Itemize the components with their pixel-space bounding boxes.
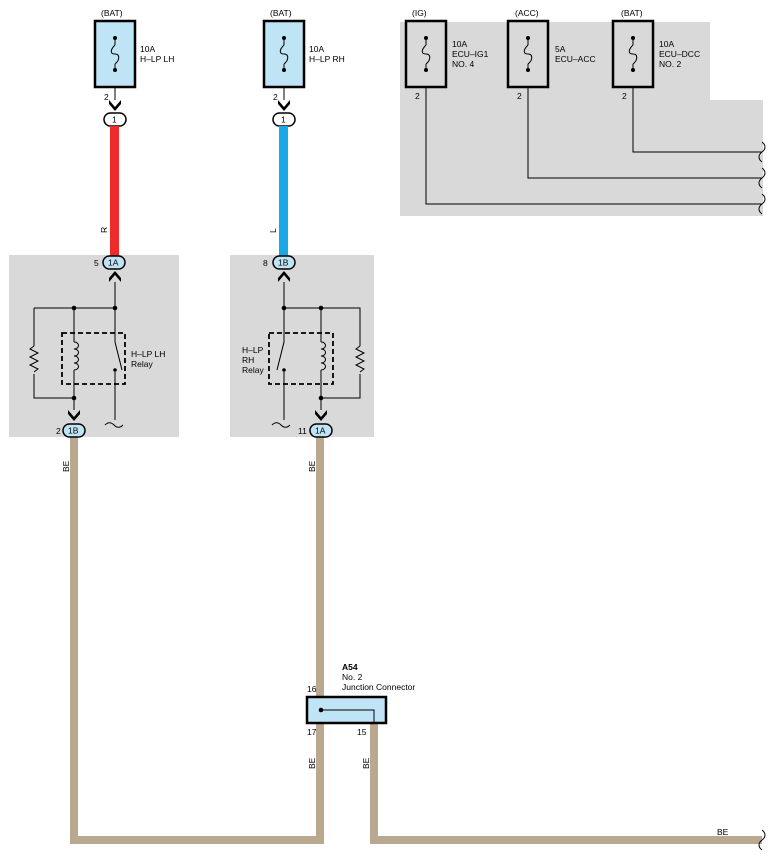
fuse-pin: 2 (517, 91, 522, 101)
wire-break-icon (758, 141, 766, 163)
relay-switch-icon (276, 341, 285, 371)
resistor-icon (354, 345, 366, 373)
fuse-source-label: (BAT) (270, 8, 292, 18)
wire-break-icon (271, 422, 291, 428)
connector-label: 1 (112, 115, 117, 125)
fuse-source-label: (ACC) (515, 8, 539, 18)
ecu-fuse-wires (425, 87, 766, 215)
fuse-name: H–LP LH (140, 54, 174, 64)
wire-break-icon (758, 829, 766, 851)
connector-oval (62, 423, 86, 438)
fuse-hlp-rh: (BAT) 10A H–LP RH 2 1 (262, 8, 345, 127)
connector-label: 1B (68, 426, 79, 436)
wire-blue (279, 126, 288, 256)
wire-beige-out (370, 722, 762, 844)
relay-hlp-rh: 8 1B H–LP RH Relay 11 1A (242, 255, 366, 438)
relay-pin: 8 (263, 258, 268, 268)
coil-icon (320, 341, 326, 371)
fuse-pin: 2 (622, 91, 627, 101)
connector-arrow-icon (109, 271, 121, 282)
fuse-name-line2: NO. 4 (452, 59, 474, 69)
fuse-name-line2: NO. 2 (659, 59, 681, 69)
connector-arrow-icon (278, 271, 290, 282)
connector-label: 1A (315, 426, 326, 436)
wire-color-label: BE (307, 757, 317, 769)
connector-arrow-icon (315, 410, 327, 421)
connector-arrow-icon (278, 100, 290, 111)
relay-box (61, 332, 126, 385)
relay-label-line2: RH (242, 355, 254, 365)
fuse-ecu-ig1: (IG) 10A ECU–IG1 NO. 4 2 (404, 8, 489, 101)
wire-color-label: BE (307, 460, 317, 472)
wire-break-icon (758, 193, 766, 215)
connector-oval (272, 255, 296, 270)
connector-arrow-icon (109, 100, 121, 111)
relay-pin: 11 (298, 426, 307, 436)
relay-hlp-lh: 5 1A H–LP LH Relay 2 1B (28, 255, 165, 438)
wire-color-label: BE (717, 827, 729, 837)
relay-box (268, 332, 334, 385)
fuse-icon (279, 44, 289, 65)
resistor-icon (28, 345, 40, 373)
connector-oval (309, 423, 333, 438)
wire-break-icon (104, 422, 124, 428)
connector-label: 1 (281, 115, 286, 125)
fuse-icon (523, 44, 533, 65)
junction-label-line3: Junction Connector (342, 682, 415, 692)
relay-label: H–LP LH (131, 349, 165, 359)
fuse-name: ECU–ACC (555, 54, 596, 64)
junction-connector-a54: A54 No. 2 Junction Connector 16 17 15 (305, 662, 415, 737)
connector-oval (102, 255, 126, 270)
wire-color-label: BE (361, 757, 371, 769)
relay-label-line2: Relay (131, 359, 153, 369)
relay-pin: 5 (94, 258, 99, 268)
junction-pin: 17 (307, 727, 317, 737)
fuse-source-label: (BAT) (101, 8, 123, 18)
relay-lh-zone (9, 255, 179, 437)
fuse-ecu-dcc: (BAT) 10A ECU–DCC NO. 2 2 (611, 8, 700, 101)
fuse-icon (421, 44, 431, 65)
wire-color-label: BE (61, 460, 71, 472)
fuse-source-label: (IG) (412, 8, 427, 18)
connector-arrow-icon (68, 410, 80, 421)
wire-break-icon (758, 167, 766, 189)
fuse-source-label: (BAT) (621, 8, 643, 18)
fuse-name: ECU–DCC (659, 49, 700, 59)
wire-red (110, 126, 119, 256)
fuse-pin: 2 (104, 92, 109, 102)
fuse-pin: 2 (273, 92, 278, 102)
wire-color-label: L (268, 228, 278, 233)
connector-label: 1A (108, 258, 119, 268)
fuse-pin: 2 (415, 91, 420, 101)
fuse-icon (628, 44, 638, 65)
fuse-rating: 10A (452, 39, 467, 49)
junction-code: A54 (342, 662, 358, 672)
wire-color-label: R (99, 227, 109, 233)
coil-icon (73, 341, 79, 371)
fuse-name: H–LP RH (309, 54, 345, 64)
wire-beige-ground (70, 437, 324, 844)
relay-pin: 2 (56, 426, 61, 436)
junction-pin: 15 (357, 727, 367, 737)
fuse-name: ECU–IG1 (452, 49, 489, 59)
relay-rh-zone (230, 255, 374, 437)
fuse-icon (110, 44, 120, 65)
fuse-ecu-acc: (ACC) 5A ECU–ACC 2 (506, 8, 596, 101)
relay-label: H–LP (242, 345, 264, 355)
junction-label-line2: No. 2 (342, 672, 363, 682)
fuse-rating: 10A (140, 44, 155, 54)
fuse-rating: 10A (309, 44, 324, 54)
connector-label: 1B (278, 258, 289, 268)
fuse-hlp-lh: (BAT) 10A H–LP LH 2 1 (93, 8, 174, 127)
fuse-rating: 5A (555, 44, 566, 54)
junction-pin: 16 (307, 684, 317, 694)
relay-switch-icon (114, 341, 123, 371)
fuse-rating: 10A (659, 39, 674, 49)
ecu-fuse-zone (400, 22, 763, 216)
relay-label-line3: Relay (242, 365, 264, 375)
